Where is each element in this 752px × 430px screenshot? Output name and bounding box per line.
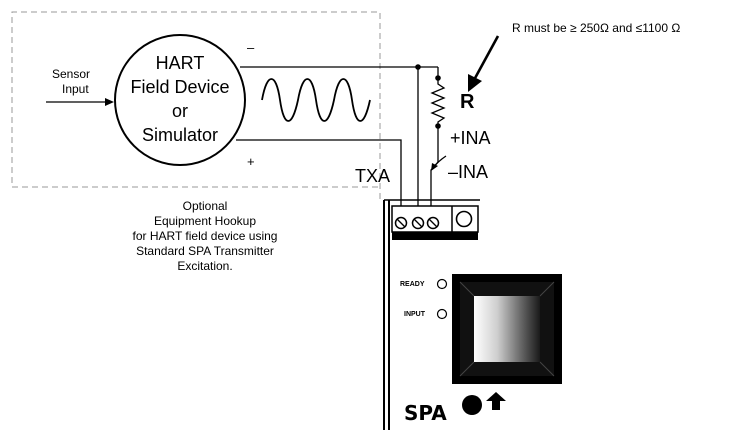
terminal-screw-plus-ina <box>426 216 440 230</box>
terminal-screw-txa <box>394 216 408 230</box>
hart-signal-waveform <box>261 78 371 122</box>
resistor-bottom-node <box>435 123 441 129</box>
spa-push-button[interactable] <box>462 395 482 415</box>
device-label-line3: or <box>172 101 188 121</box>
device-label-line4: Simulator <box>142 125 218 145</box>
ready-label: READY <box>400 281 425 288</box>
wiring <box>236 66 446 206</box>
sensor-input-arrow <box>46 98 114 106</box>
device-minus-label: – <box>247 40 255 55</box>
input-label: INPUT <box>404 311 426 318</box>
junction-node <box>415 64 421 70</box>
terminal-screw-minus-ina <box>411 216 425 230</box>
device-label-line1: HART <box>156 53 205 73</box>
optional-hookup-boundary <box>11 11 381 199</box>
resistor-pointer-arrow <box>468 35 500 92</box>
caption-line5: Excitation. <box>177 259 232 273</box>
resistor-label: R <box>460 91 475 113</box>
device-label-line2: Field Device <box>130 77 229 97</box>
spa-model-label: SPA <box>404 401 447 425</box>
up-arrow-icon <box>486 392 506 410</box>
device-plus-label: + <box>247 154 255 169</box>
sensor-label-line2: Input <box>62 82 89 96</box>
plus-ina-label: +INA <box>450 128 491 148</box>
hart-field-device <box>114 34 246 166</box>
caption-line3: for HART field device using <box>133 229 278 243</box>
sensor-label-line1: Sensor <box>52 67 90 81</box>
spa-module <box>383 199 480 430</box>
caption-line1: Optional <box>183 199 228 213</box>
caption-line4: Standard SPA Transmitter <box>136 244 274 258</box>
resistor-requirement-note: R must be ≥ 250Ω and ≤1100 Ω <box>512 21 680 35</box>
resistor-top-node <box>435 75 441 81</box>
txa-label: TXA <box>355 166 390 186</box>
display-window <box>452 274 562 384</box>
minus-ina-label: –INA <box>448 162 488 182</box>
caption-line2: Equipment Hookup <box>154 214 256 228</box>
ready-led-icon <box>436 278 448 290</box>
minus-ina-pointer-arrow <box>431 155 447 171</box>
input-led-icon <box>436 308 448 320</box>
